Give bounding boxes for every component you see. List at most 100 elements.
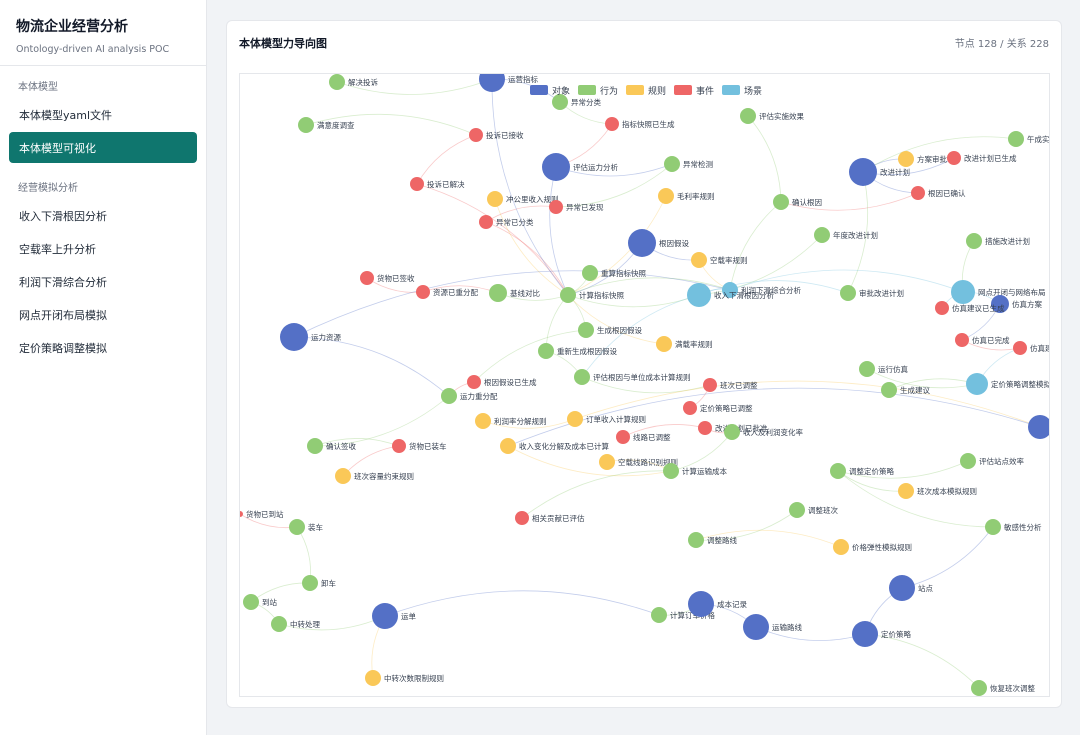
- graph-node-circle[interactable]: [840, 285, 856, 301]
- graph-node-circle[interactable]: [691, 252, 707, 268]
- graph-node[interactable]: 运营指标: [479, 74, 538, 92]
- graph-node-circle[interactable]: [605, 117, 619, 131]
- graph-node[interactable]: 调整班次: [789, 502, 838, 518]
- graph-node-circle[interactable]: [574, 369, 590, 385]
- graph-node-circle[interactable]: [889, 575, 915, 601]
- graph-node[interactable]: 审批改进计划: [840, 285, 904, 301]
- legend-item[interactable]: 规则: [626, 85, 666, 97]
- graph-node[interactable]: 重新生成根因假设: [538, 343, 617, 359]
- legend-swatch[interactable]: [530, 85, 548, 95]
- graph-node-circle[interactable]: [441, 388, 457, 404]
- graph-node-circle[interactable]: [971, 680, 987, 696]
- graph-node[interactable]: 根因假设: [628, 229, 689, 257]
- graph-node[interactable]: 货物已到站: [240, 509, 284, 519]
- graph-node-circle[interactable]: [960, 453, 976, 469]
- graph-node[interactable]: 运行仿真: [859, 361, 908, 377]
- graph-node[interactable]: 评估根因与单位成本计算规则: [574, 369, 691, 385]
- graph-node[interactable]: 根因已确认: [911, 186, 966, 200]
- graph-node[interactable]: 资源已重分配: [416, 285, 478, 299]
- nav-item-pricing-strategy[interactable]: 定价策略调整模拟: [19, 341, 107, 355]
- graph-node[interactable]: 运输路线: [743, 614, 802, 640]
- graph-node-circle[interactable]: [881, 382, 897, 398]
- nav-item-revenue-decline[interactable]: 收入下滑根因分析: [19, 209, 107, 223]
- graph-node-circle[interactable]: [966, 373, 988, 395]
- graph-node[interactable]: 装车: [289, 519, 323, 535]
- graph-node-circle[interactable]: [703, 378, 717, 392]
- graph-node[interactable]: 定价策略: [852, 621, 911, 647]
- graph-node-circle[interactable]: [743, 614, 769, 640]
- graph-node[interactable]: 改进计划已生成: [947, 151, 1017, 165]
- graph-node[interactable]: 评估运力分析: [542, 153, 618, 181]
- legend-item[interactable]: 事件: [674, 85, 714, 97]
- graph-node-circle[interactable]: [582, 265, 598, 281]
- graph-node-circle[interactable]: [599, 454, 615, 470]
- graph-node-circle[interactable]: [724, 424, 740, 440]
- graph-node-circle[interactable]: [616, 430, 630, 444]
- graph-node[interactable]: 解决投诉: [329, 74, 378, 90]
- legend-item[interactable]: 行为: [578, 85, 618, 97]
- graph-node[interactable]: 仿真已完成: [955, 333, 1010, 347]
- graph-node-circle[interactable]: [911, 186, 925, 200]
- graph-node-circle[interactable]: [515, 511, 529, 525]
- graph-node-circle[interactable]: [1008, 131, 1024, 147]
- graph-node[interactable]: 调整路线: [688, 532, 737, 548]
- graph-node[interactable]: 毛利率规则: [658, 188, 715, 204]
- graph-node[interactable]: 年度改进计划: [814, 227, 878, 243]
- graph-node-circle[interactable]: [664, 156, 680, 172]
- graph-node[interactable]: 相关贡献已评估: [515, 511, 585, 525]
- graph-node[interactable]: 敏感性分析: [985, 519, 1042, 535]
- graph-node-circle[interactable]: [852, 621, 878, 647]
- nav-item-ontology-yaml[interactable]: 本体模型yaml文件: [19, 108, 113, 122]
- graph-node-circle[interactable]: [1028, 415, 1050, 439]
- graph-node[interactable]: 生成根因假设: [578, 322, 642, 338]
- graph-node-circle[interactable]: [578, 322, 594, 338]
- graph-node[interactable]: 满意度调查: [298, 117, 355, 133]
- graph-node[interactable]: 确认根因: [773, 194, 822, 210]
- graph-node-circle[interactable]: [289, 519, 305, 535]
- legend-item[interactable]: 场景: [722, 85, 762, 97]
- graph-node-circle[interactable]: [538, 343, 554, 359]
- graph-node[interactable]: 收入及利润变化率: [724, 424, 803, 440]
- graph-node[interactable]: 评估站点效率: [960, 453, 1024, 469]
- graph-node[interactable]: 价格弹性模拟规则: [833, 539, 912, 555]
- graph-node[interactable]: 计算指标快照: [560, 287, 624, 303]
- graph-node-circle[interactable]: [335, 468, 351, 484]
- graph-node-circle[interactable]: [688, 532, 704, 548]
- graph-node-circle[interactable]: [951, 280, 975, 304]
- nav-item-empty-load[interactable]: 空载率上升分析: [19, 242, 96, 256]
- graph-node[interactable]: 异常分类: [552, 94, 601, 110]
- graph-node[interactable]: 运力资源: [280, 323, 341, 351]
- legend-swatch[interactable]: [722, 85, 740, 95]
- graph-node-circle[interactable]: [487, 191, 503, 207]
- graph-node-circle[interactable]: [773, 194, 789, 210]
- graph-node-circle[interactable]: [830, 463, 846, 479]
- graph-node[interactable]: 站点: [889, 575, 933, 601]
- graph-node[interactable]: 线路已调整: [616, 430, 671, 444]
- graph-node[interactable]: 指标快照已生成: [605, 117, 675, 131]
- nav-item-ontology-visualization[interactable]: 本体模型可视化: [9, 132, 197, 163]
- graph-node-circle[interactable]: [898, 483, 914, 499]
- graph-node[interactable]: 定价策略调整模拟: [966, 373, 1050, 395]
- graph-node[interactable]: 仿真建议: [1013, 341, 1050, 355]
- force-graph-canvas[interactable]: 解决投诉运营指标异常分类评估实施效果满意度调查投诉已接收指标快照已生成午成实评估…: [239, 73, 1050, 697]
- graph-node-circle[interactable]: [560, 287, 576, 303]
- graph-node[interactable]: 空载线路识别规则: [599, 454, 678, 470]
- graph-node-circle[interactable]: [687, 283, 711, 307]
- graph-node-circle[interactable]: [849, 158, 877, 186]
- graph-node-circle[interactable]: [1013, 341, 1027, 355]
- graph-node[interactable]: 确认签收: [307, 438, 356, 454]
- graph-node[interactable]: 班次成本模拟规则: [898, 483, 977, 499]
- force-graph[interactable]: 解决投诉运营指标异常分类评估实施效果满意度调查投诉已接收指标快照已生成午成实评估…: [240, 74, 1050, 697]
- graph-node-circle[interactable]: [985, 519, 1001, 535]
- graph-node-circle[interactable]: [500, 438, 516, 454]
- graph-node-circle[interactable]: [628, 229, 656, 257]
- legend-swatch[interactable]: [578, 85, 596, 95]
- graph-node-circle[interactable]: [469, 128, 483, 142]
- graph-node[interactable]: 生成建议: [881, 382, 930, 398]
- graph-node[interactable]: 调整定价策略: [830, 463, 894, 479]
- graph-node-circle[interactable]: [416, 285, 430, 299]
- graph-node-circle[interactable]: [360, 271, 374, 285]
- graph-node[interactable]: 异常检测: [664, 156, 713, 172]
- graph-node-circle[interactable]: [651, 607, 667, 623]
- graph-node-circle[interactable]: [392, 439, 406, 453]
